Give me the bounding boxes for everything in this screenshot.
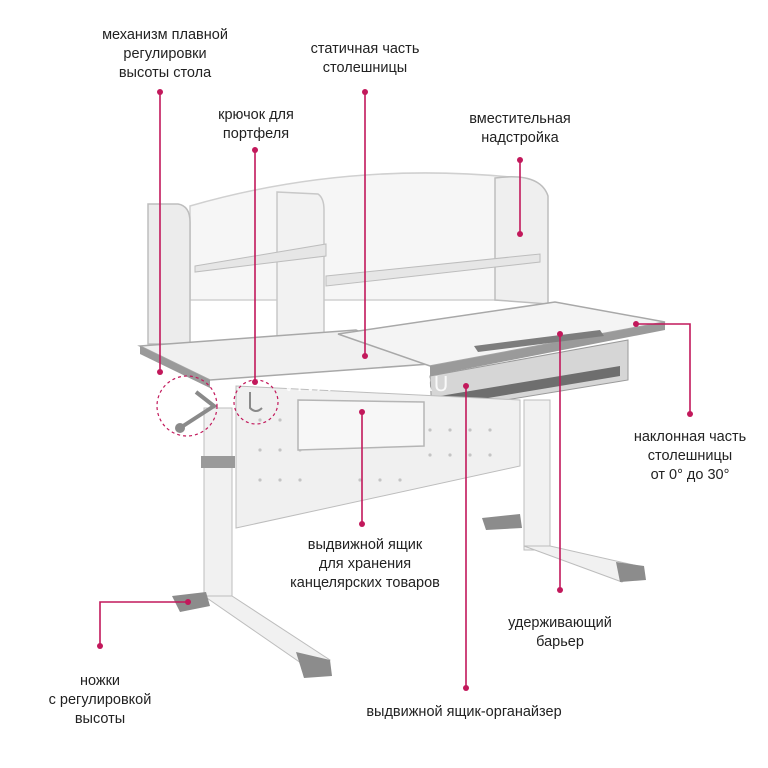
leader-dots bbox=[97, 89, 693, 691]
label-tilt-top: наклонная часть столешницы от 0° до 30° bbox=[633, 429, 747, 483]
label-barrier: удерживающий барьер bbox=[508, 615, 612, 650]
label-legs: ножки с регулировкой высоты bbox=[48, 673, 152, 727]
desktop bbox=[137, 301, 666, 413]
label-organizer: выдвижной ящик-органайзер bbox=[366, 704, 562, 720]
label-static-top: статичная часть столешницы bbox=[310, 41, 420, 76]
leader-lines bbox=[99, 92, 691, 688]
label-drawer: выдвижной ящик для хранения канцелярских… bbox=[290, 537, 440, 591]
label-bag-hook: крючок для портфеля bbox=[218, 107, 294, 142]
watermark: VIVA-VERDE.RU bbox=[282, 372, 450, 396]
crank-callout-circle bbox=[156, 375, 218, 437]
label-height-mechanism: механизм плавной регулировки высоты стол… bbox=[102, 27, 228, 81]
hutch bbox=[147, 172, 549, 345]
legs bbox=[172, 390, 646, 678]
front-panel bbox=[235, 385, 521, 529]
label-shelf: вместительная надстройка bbox=[469, 111, 571, 146]
